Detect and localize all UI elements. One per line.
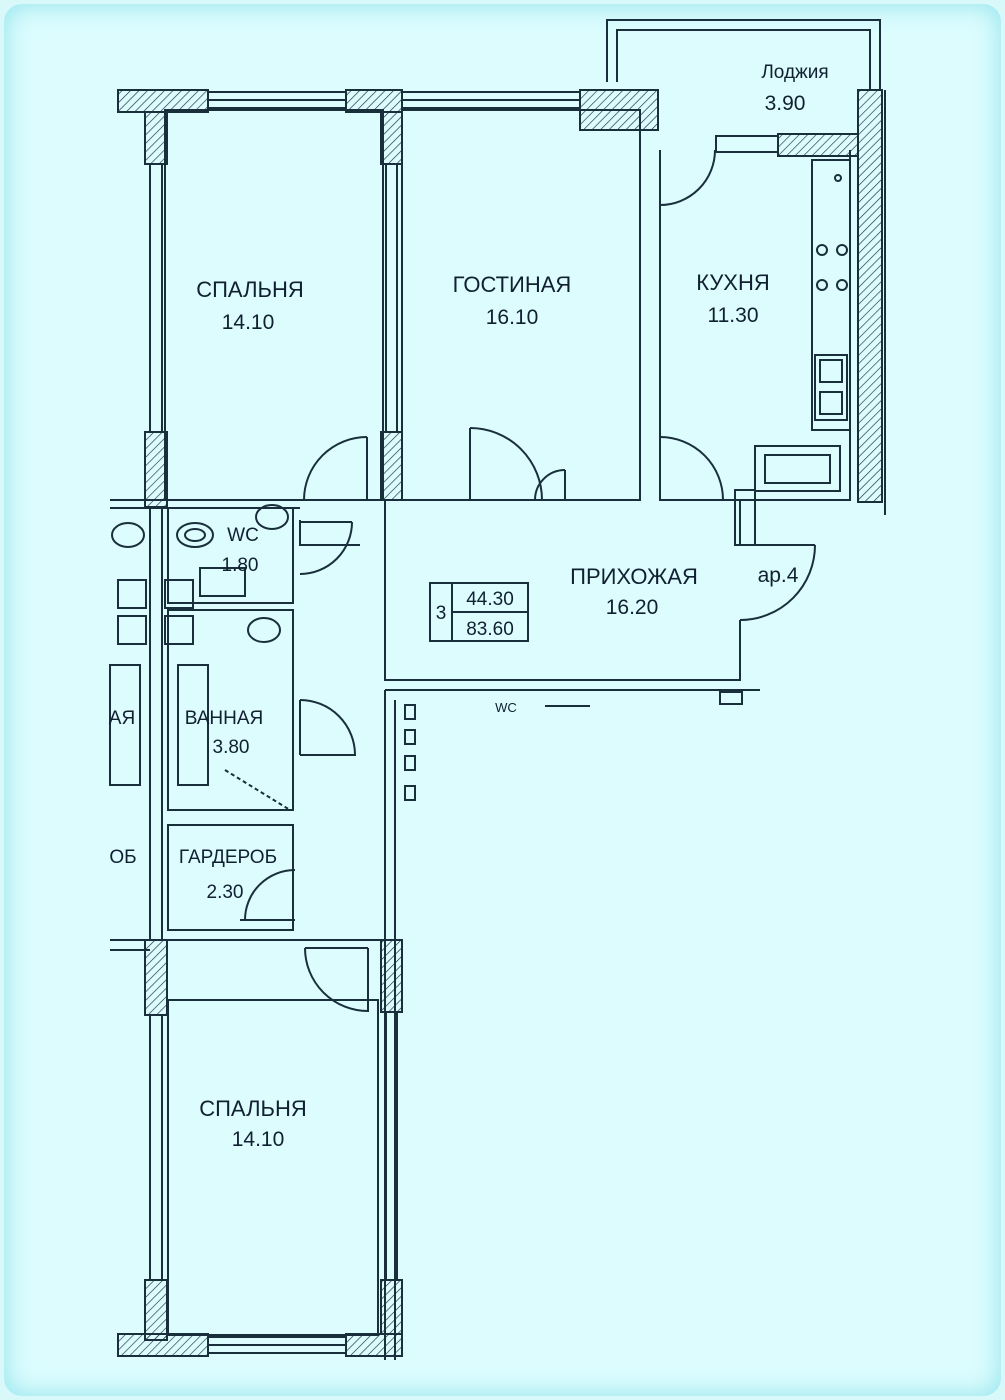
total-area: 83.60 (466, 619, 514, 640)
door-living (469, 427, 566, 501)
door-bedroom-bottom (304, 947, 369, 1013)
loggia-name: Лоджия (761, 62, 828, 83)
door-bath (299, 699, 357, 756)
bedroom-bottom-outline (167, 999, 379, 1336)
hall-area: 16.20 (606, 596, 659, 619)
wall-segment (380, 939, 403, 1013)
bath-outline (167, 609, 294, 811)
structural-walls (117, 89, 883, 1357)
wall-segment (380, 431, 403, 501)
wall-segment (345, 89, 403, 113)
wall-segment (380, 1279, 403, 1335)
wardrobe-area: 2.30 (207, 882, 244, 903)
hall-marker: WC (495, 700, 517, 715)
apartment-label: ар.4 (758, 564, 799, 587)
living-area-total: 44.30 (466, 589, 514, 610)
kitchen-area: 11.30 (708, 304, 759, 327)
kitchen-appliance (754, 445, 841, 492)
neighbor-wardrobe-fragment: ОБ (109, 847, 136, 868)
wall-segment (144, 431, 168, 508)
living-area: 16.10 (486, 306, 539, 329)
door-wc (299, 521, 353, 575)
wall-segment (777, 133, 859, 157)
wall-segment (380, 111, 403, 165)
rooms-count: 3 (436, 603, 447, 624)
wall-segment (117, 89, 209, 113)
bedroom-top-name: СПАЛЬНЯ (196, 277, 304, 302)
bedroom-top-outline (164, 109, 384, 501)
door-wardrobe (240, 869, 296, 921)
living-name: ГОСТИНАЯ (453, 272, 572, 297)
wc-name: WC (227, 525, 259, 546)
wall-segment (117, 1333, 209, 1357)
bath-name: ВАННАЯ (185, 708, 264, 729)
plan-background (4, 4, 1001, 1396)
wall-segment (345, 1333, 403, 1357)
bedroom-bottom-name: СПАЛЬНЯ (199, 1096, 307, 1121)
hall-outline (299, 500, 741, 681)
door-kitchen (659, 436, 724, 501)
wall-segment (144, 1279, 168, 1341)
wc-area: 1.80 (222, 555, 259, 576)
door-loggia (659, 149, 716, 206)
kitchen-counter (811, 159, 851, 431)
bathtub (177, 664, 209, 786)
wc-toilet (176, 522, 214, 548)
bath-area: 3.80 (213, 737, 250, 758)
wall-segment (857, 89, 883, 503)
wardrobe-name: ГАРДЕРОБ (179, 847, 277, 868)
bedroom-top-area: 14.10 (222, 311, 275, 334)
wardrobe-outline (167, 824, 294, 931)
living-outline (401, 109, 641, 501)
loggia-area: 3.90 (765, 92, 806, 115)
door-bedroom-top (303, 436, 368, 501)
wall-segment (579, 89, 659, 131)
neighbor-bath-fragment: АЯ (109, 708, 135, 729)
loggia-window (715, 135, 779, 153)
wall-segment (144, 939, 168, 1016)
kitchen-name: КУХНЯ (696, 270, 770, 295)
loggia-outline (606, 19, 881, 90)
wall-segment (144, 111, 168, 165)
hall-name: ПРИХОЖАЯ (570, 564, 698, 589)
bedroom-bottom-area: 14.10 (232, 1128, 285, 1151)
